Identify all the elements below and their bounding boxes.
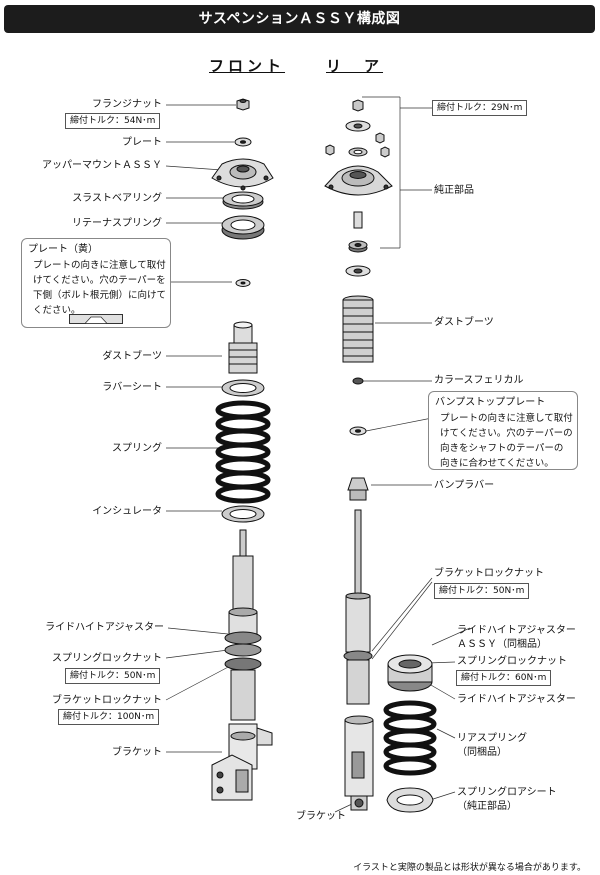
rear-dust-boot xyxy=(342,295,374,363)
torque-bracket-lock-nut-front: 締付トルク：100N･m xyxy=(58,709,160,725)
rear-mount-nuts xyxy=(325,132,390,158)
label-spring-lock-nut-front: スプリングロックナット xyxy=(52,653,162,664)
label-flange-nut: フランジナット xyxy=(92,99,162,110)
front-plate xyxy=(234,137,252,147)
label-rear-spring: リアスプリング xyxy=(457,733,527,744)
rear-bump-rubber xyxy=(347,477,369,501)
front-upper-mount xyxy=(211,158,274,191)
torque-bracket-lock-nut-rear: 締付トルク：50N･m xyxy=(434,583,530,599)
torque-spring-lock-nut-front: 締付トルク：50N･m xyxy=(65,668,161,684)
label-lower-seat-note: （純正部品） xyxy=(457,801,517,812)
label-spring-front: スプリング xyxy=(112,443,162,454)
label-collar-spherical: カラースフェリカル xyxy=(434,375,524,386)
label-thrust-bearing: スラストベアリング xyxy=(72,193,162,204)
front-dust-boot xyxy=(228,321,258,374)
front-plate-note: プレート（黄） プレートの向きに注意して取付 けてください。穴のテーパーを 下側… xyxy=(21,238,171,328)
disclaimer-footnote: イラストと実際の製品とは形状が異なる場合があります。 xyxy=(353,863,586,873)
front-retainer-spring xyxy=(221,215,265,240)
front-plate-note-title: プレート（黄） xyxy=(28,244,98,255)
rear-bump-stop-note-title: バンプストッププレート xyxy=(435,397,546,408)
label-rha-assy-line2: ＡＳＳＹ（同梱品） xyxy=(457,639,547,650)
label-dust-boot-rear: ダストブーツ xyxy=(434,317,494,328)
label-bracket-rear: ブラケット xyxy=(296,811,346,822)
rear-bushing xyxy=(348,240,368,253)
plate-orientation-icon xyxy=(69,314,123,324)
rear-top-nut xyxy=(352,99,364,112)
torque-spring-lock-nut-rear: 締付トルク：60N･m xyxy=(456,670,552,686)
label-ride-height-adjuster-front: ライドハイトアジャスター xyxy=(45,622,164,633)
label-upper-mount-assy: アッパーマウントＡＳＳＹ xyxy=(42,160,162,171)
front-yellow-plate xyxy=(235,279,251,287)
label-bump-rubber: バンプラバー xyxy=(434,480,495,491)
label-insulator: インシュレータ xyxy=(92,506,162,517)
front-insulator xyxy=(221,505,265,523)
rear-bump-stop-plate xyxy=(349,426,367,436)
rear-collar xyxy=(353,211,363,229)
label-retainer-spring: リテーナスプリング xyxy=(72,218,162,229)
label-genuine-parts: 純正部品 xyxy=(434,185,474,196)
front-flange-nut xyxy=(236,98,250,111)
label-spring-lower-seat: スプリングロアシート xyxy=(457,787,557,798)
rear-shock-absorber xyxy=(343,509,373,705)
rear-upper-mount xyxy=(324,165,393,196)
rear-collar-spherical xyxy=(352,377,364,385)
diagram-title: サスペンションＡＳＳＹ構成図 xyxy=(4,5,595,33)
label-rha-assy-line1: ライドハイトアジャスター xyxy=(457,625,576,636)
label-rubber-seat: ラバーシート xyxy=(102,382,162,393)
front-thrust-bearing xyxy=(222,191,264,210)
label-dust-boot-front: ダストブーツ xyxy=(102,351,162,362)
front-spring xyxy=(215,400,271,504)
rear-bump-stop-note: バンプストッププレート プレートの向きに注意して取付 けてください。穴のテーパー… xyxy=(428,391,578,470)
front-shock-absorber xyxy=(224,529,262,721)
rear-washer xyxy=(345,120,371,132)
rear-bracket xyxy=(344,715,374,811)
rear-small-ring xyxy=(348,147,368,157)
rear-header: リ ア xyxy=(326,57,384,75)
torque-flange-nut: 締付トルク：54N･m xyxy=(65,113,161,129)
rear-spring-lower-seat xyxy=(386,787,434,813)
rear-bump-stop-note-body: プレートの向きに注意して取付 けてください。穴のテーパーの 向きをシャフトのテー… xyxy=(440,413,573,469)
rear-spring xyxy=(383,700,437,776)
front-plate-note-body: プレートの向きに注意して取付 けてください。穴のテーパーを 下側（ボルト根元側）… xyxy=(33,260,167,316)
rear-ride-height-adjuster-assy xyxy=(387,654,433,692)
front-bracket xyxy=(211,723,273,801)
label-spring-lock-nut-rear: スプリングロックナット xyxy=(457,656,567,667)
label-plate: プレート xyxy=(122,137,162,148)
label-rear-spring-note: （同梱品） xyxy=(457,747,507,758)
label-bracket-front: ブラケット xyxy=(112,747,162,758)
label-ride-height-adjuster-rear: ライドハイトアジャスター xyxy=(457,694,576,705)
torque-rear-top: 締付トルク：29N･m xyxy=(432,100,528,116)
label-bracket-lock-nut-rear: ブラケットロックナット xyxy=(434,568,544,579)
front-header: フロント xyxy=(209,57,286,75)
rear-lower-washer xyxy=(345,265,371,277)
label-bracket-lock-nut-front: ブラケットロックナット xyxy=(52,695,162,706)
front-rubber-seat xyxy=(221,379,265,397)
